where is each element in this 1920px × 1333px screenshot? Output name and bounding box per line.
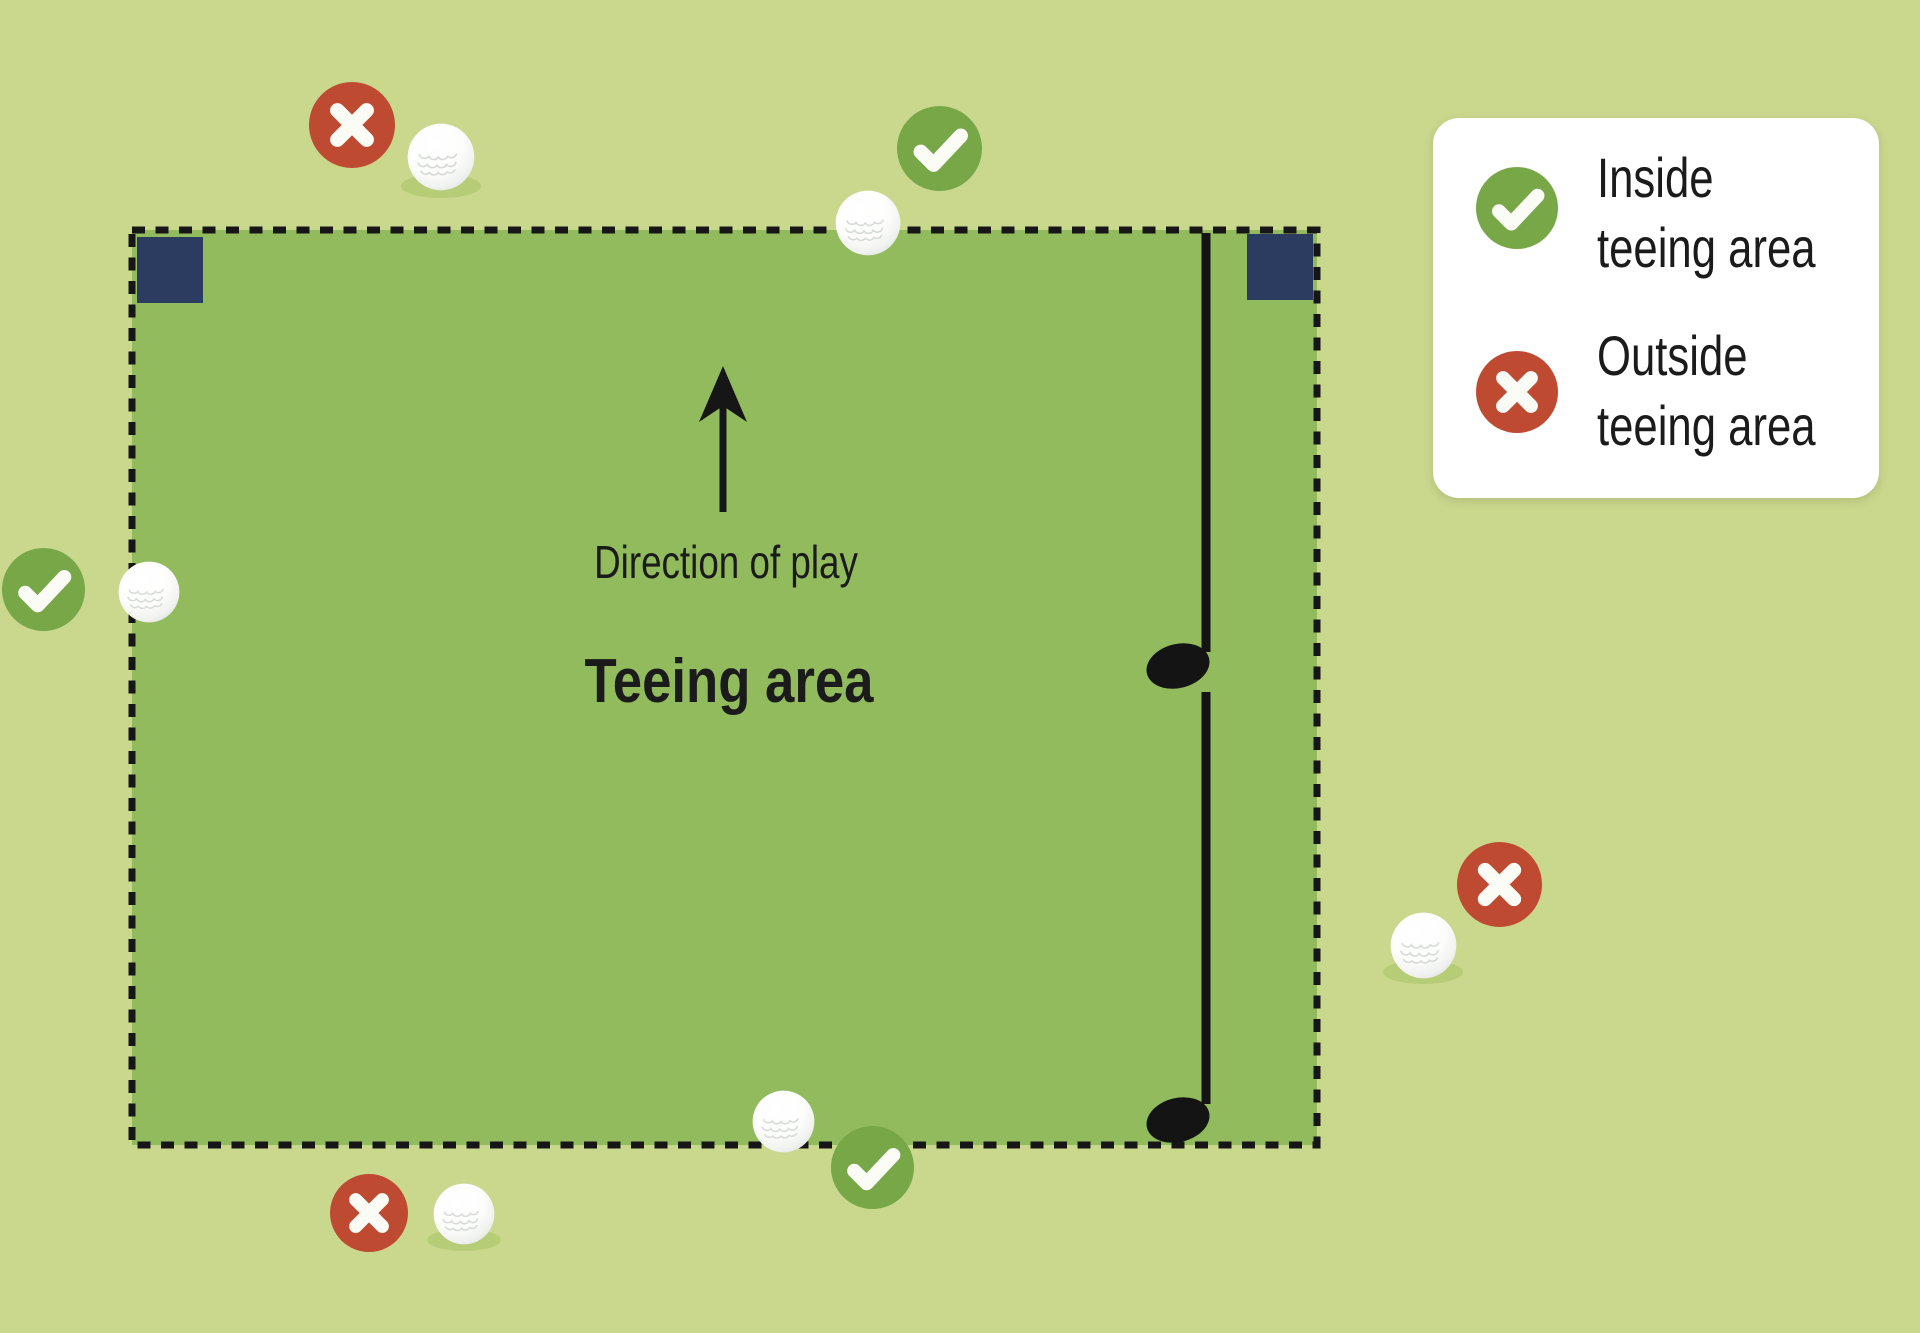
check-circle-icon	[831, 1126, 914, 1209]
club-head-top	[1146, 643, 1210, 689]
club-length-top	[1146, 233, 1211, 689]
golf-ball-left-edge	[118, 561, 180, 623]
direction-arrow-icon	[699, 366, 747, 512]
golf-ball-bottom-center	[752, 1090, 815, 1153]
golf-ball-right	[1390, 912, 1457, 979]
cross-circle-icon	[309, 82, 395, 168]
legend-line: Outside	[1597, 324, 1748, 387]
direction-of-play-label: Direction of play	[594, 536, 858, 588]
tee-marker-right	[1247, 234, 1313, 300]
golf-ball-top-center	[835, 190, 901, 256]
cross-circle-icon	[1457, 842, 1542, 927]
check-circle-icon	[897, 106, 982, 191]
legend-card: Inside teeing area Outside teeing area	[1433, 118, 1879, 498]
legend-label-outside: Outside teeing area	[1597, 321, 1816, 461]
check-circle-icon	[2, 548, 85, 631]
cross-circle-icon	[1476, 351, 1558, 433]
tee-marker-left	[137, 237, 203, 303]
teeing-area-label: Teeing area	[584, 647, 874, 716]
golf-ball-bottom-left	[433, 1183, 495, 1245]
legend-label-inside: Inside teeing area	[1597, 143, 1816, 283]
club-head-bottom	[1146, 1097, 1210, 1143]
golf-ball-top-left	[407, 123, 475, 191]
check-circle-icon	[1476, 167, 1558, 249]
legend-line: teeing area	[1597, 394, 1816, 457]
legend-line: Inside	[1597, 146, 1714, 209]
club-length-bottom	[1146, 692, 1211, 1143]
cross-circle-icon	[330, 1174, 408, 1252]
legend-line: teeing area	[1597, 216, 1816, 279]
